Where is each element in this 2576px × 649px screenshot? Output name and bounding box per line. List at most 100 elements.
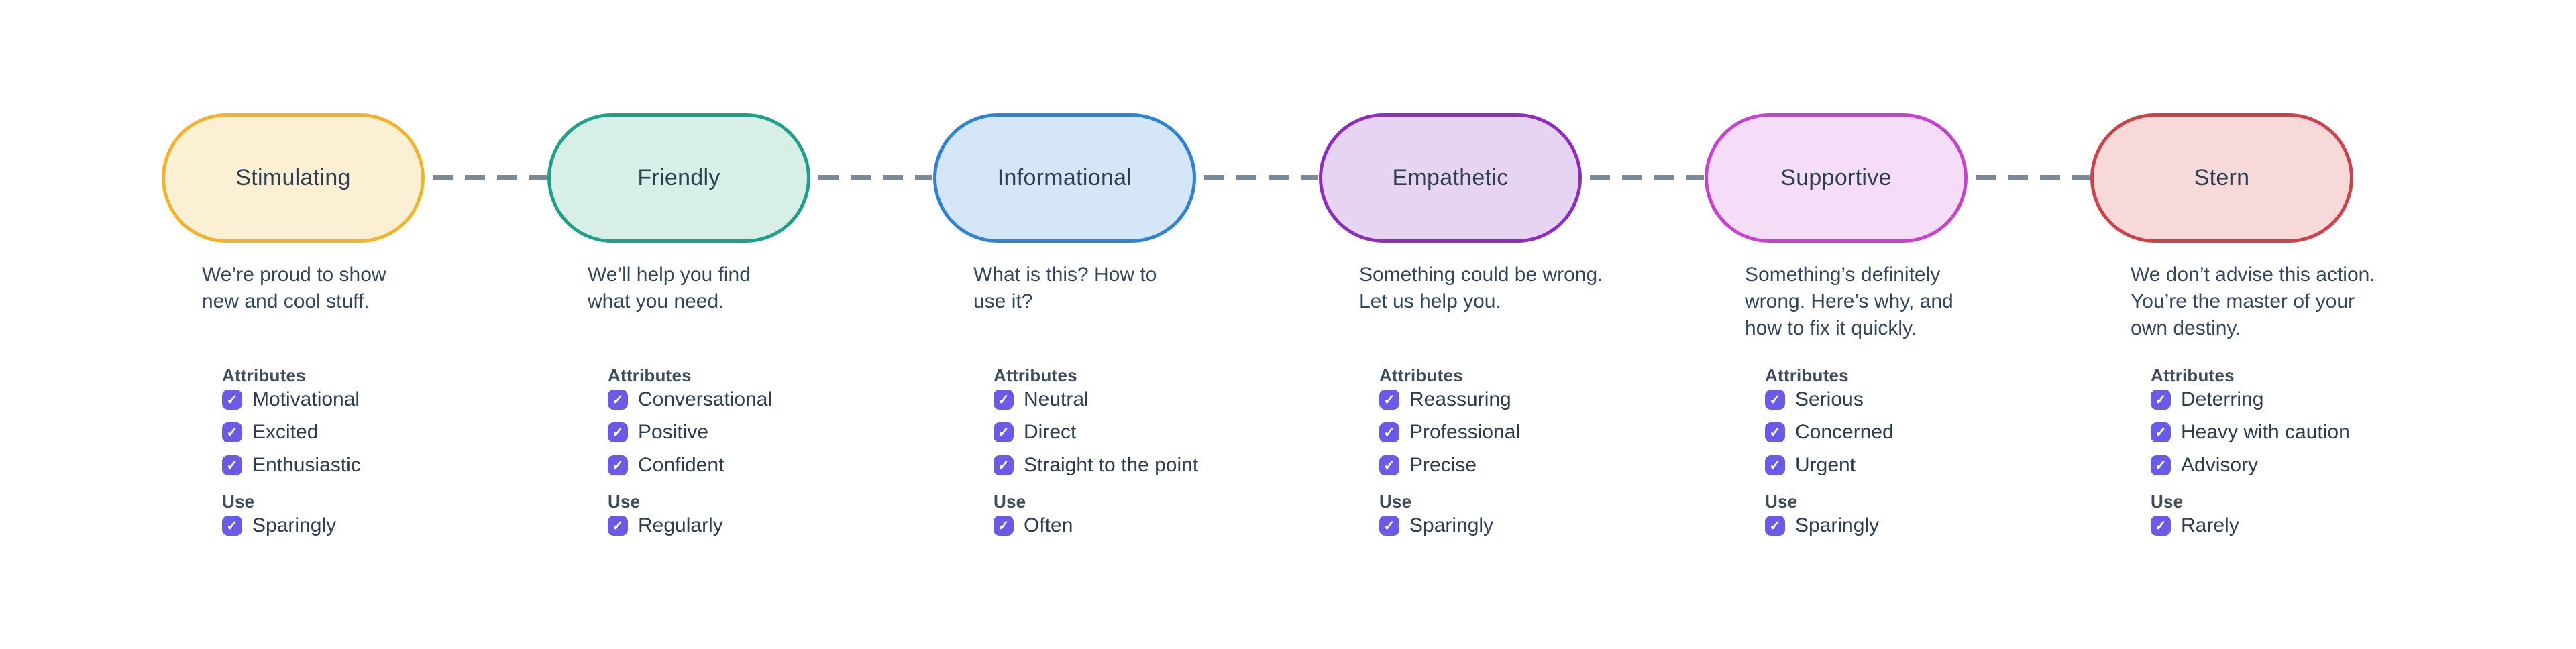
attributes-section: Attributes ✓ Reassuring ✓ Professional ✓… <box>1319 365 1705 536</box>
checkbox-checked-icon[interactable]: ✓ <box>1765 390 1785 410</box>
attributes-heading: Attributes <box>1765 365 1849 386</box>
tone-description: We’re proud to show new and cool stuff. <box>202 263 386 312</box>
checkbox-checked-icon[interactable]: ✓ <box>608 390 628 410</box>
checkbox-checked-icon[interactable]: ✓ <box>2151 422 2171 442</box>
checkbox-checked-icon[interactable]: ✓ <box>2151 455 2171 475</box>
use-label: Sparingly <box>1795 514 1880 536</box>
use-heading: Use <box>994 491 1026 512</box>
attribute-row: ✓ Reassuring <box>1379 388 1705 410</box>
checkbox-checked-icon[interactable]: ✓ <box>2151 390 2171 410</box>
checkbox-checked-icon[interactable]: ✓ <box>1765 455 1785 475</box>
attribute-row: ✓ Confident <box>608 454 933 476</box>
checkbox-checked-icon[interactable]: ✓ <box>1379 455 1399 475</box>
checkbox-checked-icon[interactable]: ✓ <box>222 516 242 536</box>
tone-column-informational: Informational What is this? How to use i… <box>933 113 1319 548</box>
attribute-label: Conversational <box>638 388 773 410</box>
use-row: ✓ Sparingly <box>1379 514 1705 536</box>
attributes-heading: Attributes <box>608 365 692 386</box>
use-heading: Use <box>222 491 255 512</box>
tone-column-stimulating: Stimulating We’re proud to show new and … <box>162 113 547 548</box>
checkbox-checked-icon[interactable]: ✓ <box>1765 516 1785 536</box>
dashed-connector-line <box>818 175 932 180</box>
attribute-row: ✓ Deterring <box>2151 388 2476 410</box>
checkbox-checked-icon[interactable]: ✓ <box>608 422 628 442</box>
dashed-connector-line <box>433 175 547 180</box>
attribute-label: Direct <box>1024 421 1077 443</box>
tone-description: We’ll help you find what you need. <box>588 263 751 312</box>
checkbox-checked-icon[interactable]: ✓ <box>1765 422 1785 442</box>
use-heading: Use <box>2151 491 2184 512</box>
checkbox-checked-icon[interactable]: ✓ <box>994 516 1014 536</box>
use-row: ✓ Often <box>994 514 1319 536</box>
tone-name: Stimulating <box>235 165 351 190</box>
attributes-heading: Attributes <box>2151 365 2235 386</box>
attribute-label: Straight to the point <box>1024 454 1199 476</box>
attribute-row: ✓ Enthusiastic <box>222 454 547 476</box>
attribute-row: ✓ Straight to the point <box>994 454 1319 476</box>
attribute-row: ✓ Neutral <box>994 388 1319 410</box>
attribute-label: Excited <box>252 421 319 443</box>
checkbox-checked-icon[interactable]: ✓ <box>2151 516 2171 536</box>
tone-name: Friendly <box>637 165 720 190</box>
attribute-row: ✓ Advisory <box>2151 454 2476 476</box>
checkbox-checked-icon[interactable]: ✓ <box>222 422 242 442</box>
attribute-label: Professional <box>1409 421 1521 443</box>
tone-name: Empathetic <box>1392 165 1509 190</box>
use-label: Rarely <box>2181 514 2239 536</box>
tone-description: Something could be wrong. Let us help yo… <box>1359 263 1603 312</box>
attribute-label: Motivational <box>252 388 360 410</box>
attribute-label: Reassuring <box>1409 388 1511 410</box>
attribute-label: Neutral <box>1024 388 1089 410</box>
attribute-row: ✓ Positive <box>608 421 933 443</box>
checkbox-checked-icon[interactable]: ✓ <box>1379 516 1399 536</box>
checkbox-checked-icon[interactable]: ✓ <box>1379 422 1399 442</box>
attributes-heading: Attributes <box>1379 365 1463 386</box>
attribute-label: Heavy with caution <box>2181 421 2350 443</box>
attribute-row: ✓ Direct <box>994 421 1319 443</box>
tone-node-informational: Informational <box>933 113 1196 243</box>
attribute-label: Deterring <box>2181 388 2264 410</box>
attributes-section: Attributes ✓ Deterring ✓ Heavy with caut… <box>2090 365 2476 536</box>
attribute-row: ✓ Motivational <box>222 388 547 410</box>
use-row: ✓ Sparingly <box>222 514 547 536</box>
use-label: Often <box>1024 514 1073 536</box>
use-row: ✓ Rarely <box>2151 514 2476 536</box>
tone-node-stern: Stern <box>2090 113 2353 243</box>
attribute-row: ✓ Precise <box>1379 454 1705 476</box>
tone-description: We don’t advise this action. You’re the … <box>2131 263 2375 339</box>
checkbox-checked-icon[interactable]: ✓ <box>608 455 628 475</box>
attribute-row: ✓ Conversational <box>608 388 933 410</box>
attributes-section: Attributes ✓ Serious ✓ Concerned ✓ Urgen… <box>1705 365 2090 536</box>
attribute-row: ✓ Concerned <box>1765 421 2090 443</box>
checkbox-checked-icon[interactable]: ✓ <box>608 516 628 536</box>
dashed-connector-line <box>1590 175 1704 180</box>
tone-columns: Stimulating We’re proud to show new and … <box>162 113 2476 548</box>
attribute-row: ✓ Professional <box>1379 421 1705 443</box>
attribute-label: Serious <box>1795 388 1864 410</box>
attributes-section: Attributes ✓ Neutral ✓ Direct ✓ Straight… <box>933 365 1319 536</box>
use-label: Regularly <box>638 514 723 536</box>
checkbox-checked-icon[interactable]: ✓ <box>222 455 242 475</box>
tone-column-friendly: Friendly We’ll help you find what you ne… <box>547 113 933 548</box>
checkbox-checked-icon[interactable]: ✓ <box>1379 390 1399 410</box>
attribute-row: ✓ Heavy with caution <box>2151 421 2476 443</box>
checkbox-checked-icon[interactable]: ✓ <box>994 390 1014 410</box>
checkbox-checked-icon[interactable]: ✓ <box>222 390 242 410</box>
attribute-label: Urgent <box>1795 454 1856 476</box>
checkbox-checked-icon[interactable]: ✓ <box>994 455 1014 475</box>
checkbox-checked-icon[interactable]: ✓ <box>994 422 1014 442</box>
attribute-row: ✓ Urgent <box>1765 454 2090 476</box>
tone-name: Informational <box>997 165 1132 190</box>
attribute-label: Precise <box>1409 454 1477 476</box>
use-heading: Use <box>1379 491 1412 512</box>
tone-description: What is this? How to use it? <box>973 263 1157 312</box>
tone-name: Supportive <box>1780 165 1892 190</box>
tone-column-stern: Stern We don’t advise this action. You’r… <box>2090 113 2476 548</box>
use-row: ✓ Sparingly <box>1765 514 2090 536</box>
attributes-heading: Attributes <box>222 365 306 386</box>
attributes-heading: Attributes <box>994 365 1077 386</box>
tone-node-friendly: Friendly <box>547 113 810 243</box>
dashed-connector-line <box>1204 175 1318 180</box>
use-label: Sparingly <box>1409 514 1494 536</box>
attribute-label: Positive <box>638 421 709 443</box>
